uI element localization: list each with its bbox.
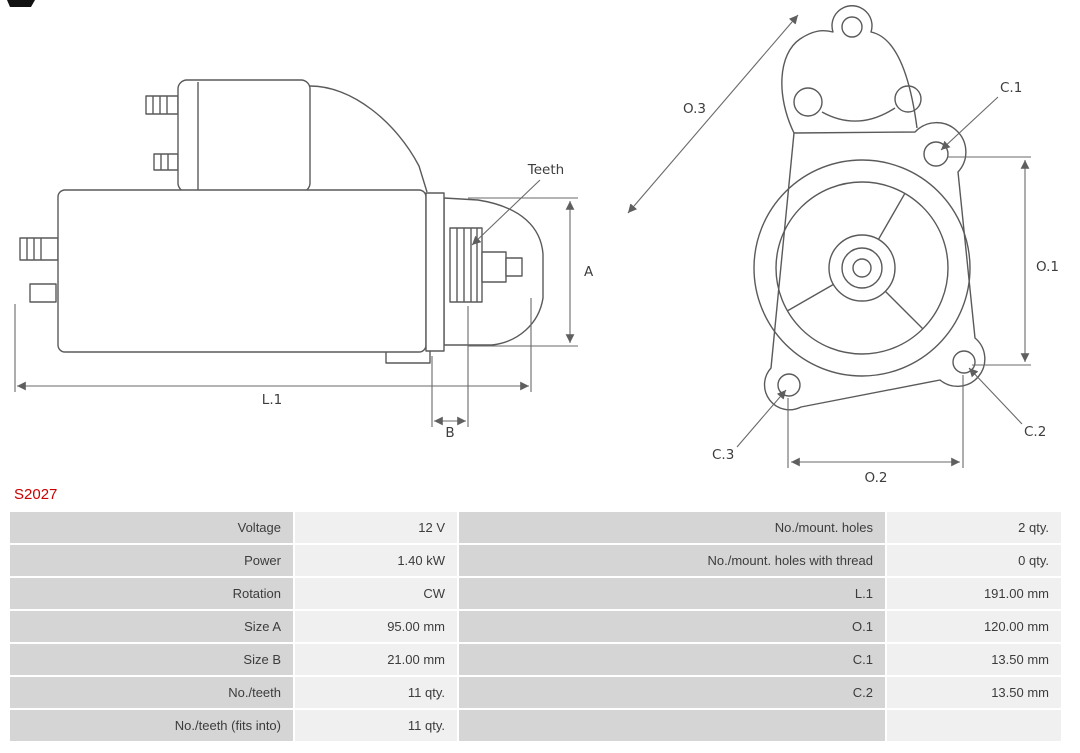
spec-right-value (887, 710, 1061, 741)
spec-row-teeth: No./teeth 11 qty. C.2 13.50 mm (10, 677, 1063, 708)
dim-l1-label: L.1 (262, 392, 282, 408)
spec-left-value: 95.00 mm (295, 611, 457, 642)
spec-right-value: 0 qty. (887, 545, 1061, 576)
dim-o3-label: O.3 (683, 101, 706, 117)
side-view-dimensions (14, 179, 578, 427)
spec-right-label: C.2 (459, 677, 885, 708)
spec-right-value: 2 qty. (887, 512, 1061, 543)
spec-right-label (459, 710, 885, 741)
spec-row-voltage: Voltage 12 V No./mount. holes 2 qty. (10, 512, 1063, 543)
spec-row-power: Power 1.40 kW No./mount. holes with thre… (10, 545, 1063, 576)
dim-c3-label: C.3 (712, 447, 734, 463)
spec-left-label: Rotation (10, 578, 293, 609)
dim-b-label: B (445, 425, 454, 441)
spec-row-teeth-fits-into: No./teeth (fits into) 11 qty. (10, 710, 1063, 741)
spec-right-label: No./mount. holes with thread (459, 545, 885, 576)
spec-left-value: 12 V (295, 512, 457, 543)
dim-o1-label: O.1 (1036, 259, 1059, 275)
spec-left-label: Size A (10, 611, 293, 642)
corner-logo-mark (7, 0, 35, 7)
front-view-drawing (753, 5, 986, 411)
dim-o2-label: O.2 (865, 470, 888, 484)
spec-table: Voltage 12 V No./mount. holes 2 qty. Pow… (10, 512, 1063, 741)
spec-right-value: 13.50 mm (887, 644, 1061, 675)
spec-row-size-b: Size B 21.00 mm C.1 13.50 mm (10, 644, 1063, 675)
side-view-drawing (19, 79, 544, 364)
spec-left-label: Power (10, 545, 293, 576)
spec-right-value: 191.00 mm (887, 578, 1061, 609)
technical-drawings: Teeth A L.1 B (7, 0, 1059, 484)
part-number: S2027 (14, 486, 58, 503)
spec-left-value: 1.40 kW (295, 545, 457, 576)
spec-left-value: 21.00 mm (295, 644, 457, 675)
front-view-dimensions (627, 14, 1031, 468)
spec-right-label: No./mount. holes (459, 512, 885, 543)
spec-left-label: Size B (10, 644, 293, 675)
spec-right-label: L.1 (459, 578, 885, 609)
dim-c1-label: C.1 (1000, 80, 1022, 96)
spec-left-value: CW (295, 578, 457, 609)
spec-right-label: C.1 (459, 644, 885, 675)
dim-a-label: A (584, 264, 594, 280)
spec-left-label: No./teeth (fits into) (10, 710, 293, 741)
spec-row-size-a: Size A 95.00 mm O.1 120.00 mm (10, 611, 1063, 642)
spec-right-value: 120.00 mm (887, 611, 1061, 642)
spec-left-value: 11 qty. (295, 710, 457, 741)
spec-right-label: O.1 (459, 611, 885, 642)
dim-c2-label: C.2 (1024, 424, 1046, 440)
spec-left-label: No./teeth (10, 677, 293, 708)
spec-right-value: 13.50 mm (887, 677, 1061, 708)
spec-row-rotation: Rotation CW L.1 191.00 mm (10, 578, 1063, 609)
spec-left-value: 11 qty. (295, 677, 457, 708)
spec-left-label: Voltage (10, 512, 293, 543)
teeth-label: Teeth (527, 162, 564, 178)
